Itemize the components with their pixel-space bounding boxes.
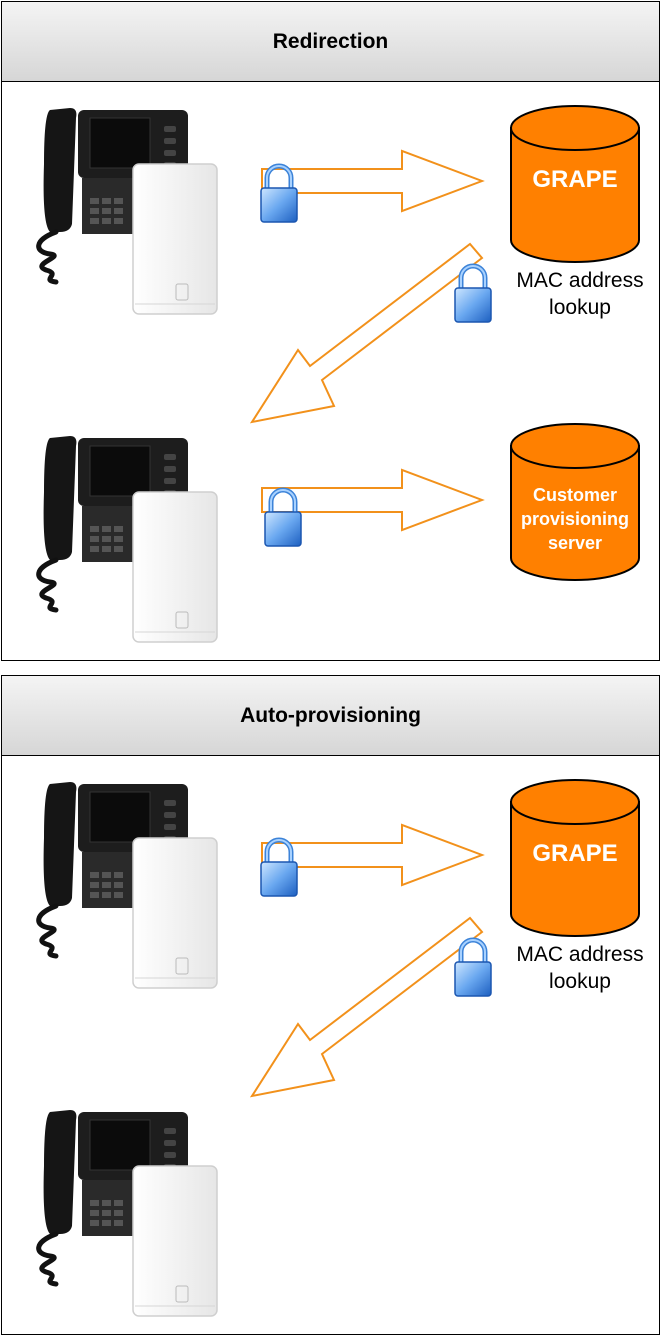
panel-title: Auto-provisioning: [2, 676, 659, 756]
response-arrow: [249, 916, 484, 1098]
database-icon: [510, 423, 640, 581]
panel-title: Redirection: [2, 2, 659, 82]
mac-lookup-label: MAC address lookup: [516, 943, 644, 993]
database-icon: [510, 779, 640, 937]
redirection-diagram: [249, 105, 640, 581]
mac-lookup-label: MAC address lookup: [516, 269, 644, 319]
database-label: GRAPE: [532, 166, 618, 193]
database-label: GRAPE: [532, 840, 618, 867]
padlock-icon: [455, 940, 491, 996]
response-arrow: [249, 242, 484, 424]
database-label: Customer provisioning server: [521, 485, 629, 553]
database-icon: [510, 105, 640, 263]
